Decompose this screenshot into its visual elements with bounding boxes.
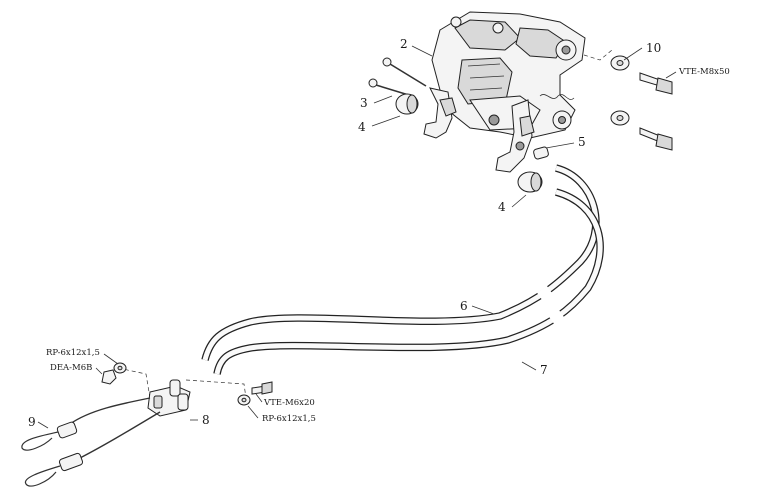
- callout-7: 7: [540, 363, 548, 377]
- cable-lower: [24, 411, 161, 487]
- callout-6: 6: [460, 299, 468, 313]
- callout-10: 10: [646, 41, 661, 55]
- code-vte-m6x20: VTE-M6x20: [263, 398, 315, 408]
- washer-small-b: [237, 394, 251, 406]
- caliper-assembly: [423, 11, 586, 173]
- fitting: [533, 146, 549, 160]
- callout-3: 3: [360, 96, 368, 110]
- bolt-lower: [639, 127, 673, 151]
- callout-9: 9: [28, 415, 36, 429]
- callout-5: 5: [578, 135, 586, 149]
- bracket: [147, 379, 191, 417]
- leader-lines: [37, 45, 677, 429]
- cap-upper: [395, 93, 419, 115]
- code-rp-washer-b: RP-6x12x1,5: [262, 414, 316, 424]
- code-dea-m6b: DEA-M6B: [50, 363, 92, 373]
- assembly-line-top: [583, 49, 613, 61]
- washer-small-a: [113, 362, 127, 374]
- tube-7: [213, 188, 604, 375]
- callout-2: 2: [400, 37, 408, 51]
- bolt-small: [251, 381, 273, 395]
- pin-upper: [382, 57, 427, 87]
- washer-lower: [610, 110, 630, 126]
- cable-upper: [21, 397, 151, 451]
- bolt-upper: [639, 72, 673, 95]
- callout-8: 8: [202, 413, 210, 427]
- callout-4-lower: 4: [498, 200, 506, 214]
- callout-4-upper: 4: [358, 120, 366, 134]
- code-rp-washer-a: RP-6x12x1,5: [46, 348, 100, 358]
- code-vte-m8x50: VTE-M8x50: [678, 67, 730, 77]
- nut-small: [101, 369, 117, 385]
- assembly-line-bottom: [117, 367, 247, 399]
- pin-lower: [368, 78, 413, 97]
- cap-lower: [517, 171, 543, 193]
